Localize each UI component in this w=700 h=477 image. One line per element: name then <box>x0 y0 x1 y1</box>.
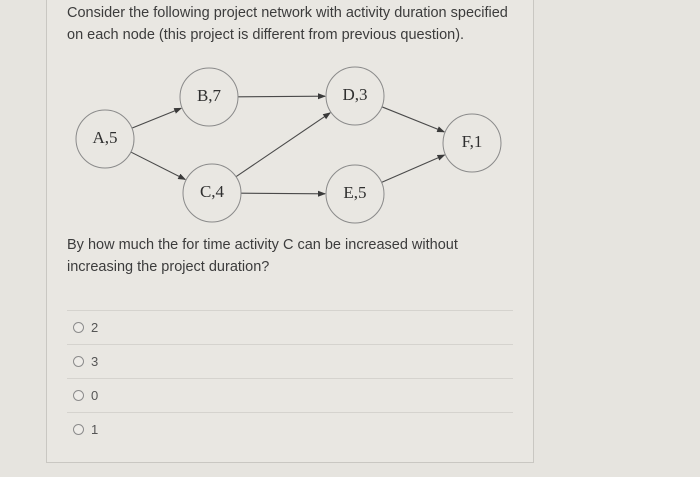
node-label-E: E,5 <box>343 183 367 202</box>
node-B <box>179 67 239 127</box>
edge-E-F <box>381 154 446 183</box>
option-label: 0 <box>91 388 99 403</box>
node-F <box>442 113 502 173</box>
node-label-F: F,1 <box>461 132 483 151</box>
edge-A-C <box>130 151 187 180</box>
edge-A-B <box>131 107 183 129</box>
option-label: 1 <box>91 422 99 437</box>
answer-options: 2 3 0 1 <box>67 310 513 446</box>
node-label-A: A,5 <box>92 128 118 147</box>
option-3[interactable]: 3 <box>67 344 513 378</box>
option-label: 3 <box>91 354 99 369</box>
node-label-B: B,7 <box>196 86 222 105</box>
radio-button[interactable] <box>73 424 84 435</box>
node-E <box>325 164 385 224</box>
node-label-D: D,3 <box>342 85 368 104</box>
radio-button[interactable] <box>73 322 84 333</box>
edge-B-D <box>237 93 327 100</box>
edge-C-E <box>240 190 327 197</box>
question-intro: Consider the following project network w… <box>67 5 508 43</box>
radio-button[interactable] <box>73 356 84 367</box>
node-C <box>182 163 242 223</box>
node-D <box>325 66 385 126</box>
question-card: Consider the following project network w… <box>46 0 534 463</box>
radio-button[interactable] <box>73 390 84 401</box>
option-label: 2 <box>91 320 99 335</box>
network-arrows <box>75 66 502 224</box>
question-prompt: By how much the for time activity C can … <box>67 237 458 275</box>
option-1[interactable]: 1 <box>67 412 513 446</box>
edge-C-D <box>235 112 332 178</box>
option-0[interactable]: 0 <box>67 378 513 412</box>
node-A <box>75 109 135 169</box>
edge-D-F <box>381 106 446 133</box>
node-label-C: C,4 <box>199 182 225 201</box>
option-2[interactable]: 2 <box>67 310 513 344</box>
